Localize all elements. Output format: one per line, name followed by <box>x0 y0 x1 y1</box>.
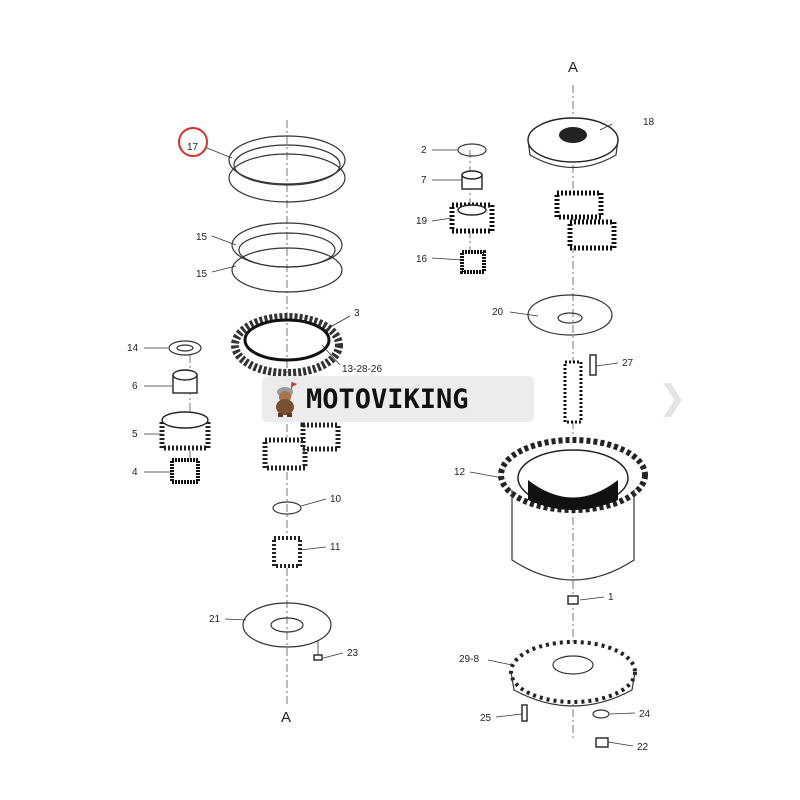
part-label-29-8: 29-8 <box>459 654 479 665</box>
part-4-needle-bearing <box>170 458 200 484</box>
part-label-25: 25 <box>480 713 492 724</box>
part-12-housing <box>498 437 648 581</box>
part-label-4: 4 <box>132 467 138 478</box>
part-18-carrier <box>527 117 619 169</box>
part-label-15a: 15 <box>196 232 208 243</box>
part-label-27: 27 <box>622 358 634 369</box>
watermark-brand-text: MOTOVIKING <box>306 383 469 415</box>
part-10-snap-ring <box>272 501 302 515</box>
planet-gears <box>262 422 341 471</box>
part-label-24: 24 <box>639 709 651 720</box>
part-label-14: 14 <box>127 343 139 354</box>
section-marker-bottom: A <box>281 709 291 726</box>
part-label-21: 21 <box>209 614 221 625</box>
part-6-bushing <box>172 369 198 394</box>
part-14-washer <box>168 340 202 356</box>
part-label-2: 2 <box>421 145 427 156</box>
part-label-7: 7 <box>421 175 427 186</box>
part-23-bolt <box>313 640 323 661</box>
part-label-5: 5 <box>132 429 138 440</box>
part-label-11: 11 <box>330 542 341 553</box>
part-19-gear <box>449 202 495 234</box>
part-20-plate <box>527 294 613 336</box>
part-label-6: 6 <box>132 381 138 392</box>
part-17-ring <box>228 135 346 203</box>
part-label-1: 1 <box>608 592 614 603</box>
part-label-17: 17 <box>187 142 199 153</box>
watermark-banner: MOTOVIKING <box>262 376 534 422</box>
part-21-carrier-plate <box>242 602 332 648</box>
part-25-bolt <box>521 704 528 722</box>
part-2-washer <box>457 143 487 157</box>
part-1-plug <box>567 595 579 605</box>
part-label-15b: 15 <box>196 269 208 280</box>
part-label-12: 12 <box>454 467 466 478</box>
shaft <box>563 360 583 424</box>
highlight-circle <box>178 127 208 157</box>
part-22-plug <box>595 737 609 748</box>
part-27-pin <box>589 354 597 376</box>
part-16-needle-bearing <box>460 250 486 274</box>
part-15-bearing <box>231 222 343 293</box>
part-7-bushing <box>461 170 483 190</box>
part-label-20: 20 <box>492 307 504 318</box>
section-marker-top: A <box>568 59 578 76</box>
planet-gears-right <box>554 190 617 251</box>
part-label-23: 23 <box>347 648 359 659</box>
part-label-10: 10 <box>330 494 342 505</box>
part-29-8-cover <box>509 640 637 707</box>
part-label-13-28-26: 13-28-26 <box>342 364 382 375</box>
next-arrow-icon[interactable]: ❯ <box>658 379 687 417</box>
part-5-gear <box>159 411 211 451</box>
part-3-ring-gear <box>231 313 343 377</box>
part-label-3: 3 <box>354 308 360 319</box>
part-label-19: 19 <box>416 216 428 227</box>
viking-logo-icon <box>276 381 297 417</box>
part-11-sun-gear <box>272 536 302 568</box>
part-label-22: 22 <box>637 742 649 753</box>
leader-lines <box>144 123 636 747</box>
part-label-16: 16 <box>416 254 428 265</box>
part-24-oring <box>592 709 610 719</box>
part-label-18: 18 <box>643 117 655 128</box>
